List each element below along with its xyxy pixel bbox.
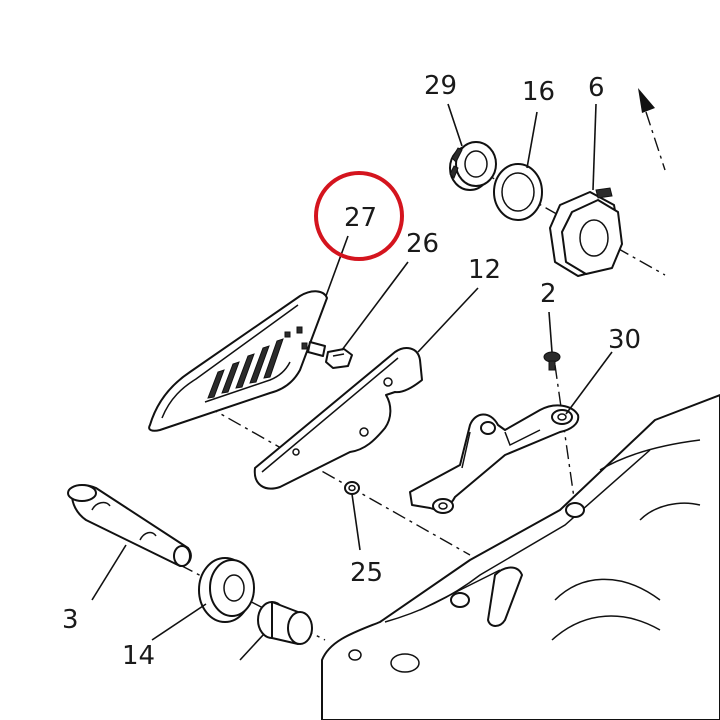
axis-screw	[554, 364, 576, 506]
part-14-bearing	[198, 557, 255, 623]
callout-16: 16	[522, 77, 555, 107]
part-3-shaft	[67, 484, 192, 567]
callout-14: 14	[122, 641, 155, 671]
callout-6: 6	[588, 73, 605, 103]
callout-12: 12	[468, 255, 501, 285]
callout-29: 29	[424, 71, 457, 101]
part-bracket	[409, 404, 580, 514]
axis-arrow	[645, 111, 666, 171]
highlight-circle-27	[314, 171, 404, 261]
part-bushing	[257, 601, 313, 645]
part-26-clip	[325, 348, 353, 369]
arrow-head-icon	[638, 88, 655, 113]
part-16-washer	[493, 163, 543, 221]
part-6-hex-nut	[549, 187, 623, 277]
part-12-plate	[253, 347, 423, 490]
part-25-ring	[344, 481, 360, 495]
callout-2: 2	[540, 279, 557, 309]
callout-3: 3	[62, 605, 79, 635]
leader-lines	[91, 103, 613, 661]
callout-27: 27	[344, 203, 377, 233]
part-29-nut	[449, 141, 497, 191]
callout-labels: 29 16 6 27 26 12 2 30 25 3 14	[62, 71, 641, 671]
axis-center	[204, 404, 471, 556]
callout-26: 26	[406, 229, 439, 259]
part-frame	[321, 394, 720, 720]
part-27-grille-cover	[148, 290, 328, 432]
callout-30: 30	[608, 325, 641, 355]
callout-25: 25	[350, 558, 383, 588]
direction-arrow	[638, 88, 655, 113]
part-2-screw	[543, 351, 561, 371]
